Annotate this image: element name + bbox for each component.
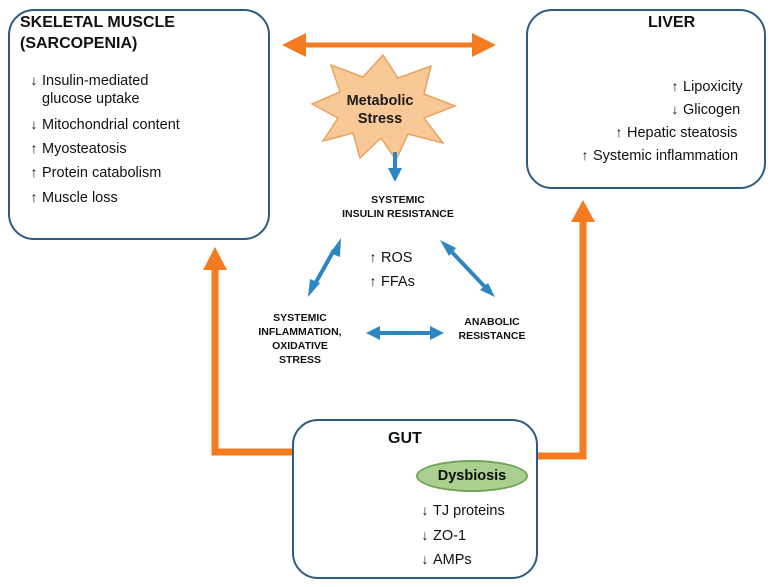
- mediator-item: ↑ROS: [366, 249, 413, 267]
- liver-item: ↑Systemic inflammation: [578, 147, 739, 165]
- muscle-item-label: Insulin-mediated: [42, 73, 149, 89]
- mediator-label: FFAs: [381, 274, 415, 290]
- up-arrow-icon: ↑: [581, 147, 589, 163]
- up-arrow-icon: ↑: [30, 164, 38, 180]
- metabolic-stress-line1: Metabolic: [346, 93, 414, 109]
- muscle-item: ↑Myosteatosis: [27, 140, 127, 158]
- muscle-item: ↑Protein catabolism: [27, 164, 162, 182]
- anabolic-resistance-line1: ANABOLIC: [464, 316, 520, 328]
- insulin-resistance-line1: SYSTEMIC: [371, 194, 425, 206]
- muscle-title-line2: (SARCOPENIA): [20, 35, 138, 52]
- anabolic-resistance-line2: RESISTANCE: [458, 330, 526, 342]
- gut-item: ↓AMPs: [418, 551, 472, 569]
- up-arrow-icon: ↑: [615, 124, 623, 140]
- liver-panel: [526, 9, 766, 189]
- liver-item-label: Systemic inflammation: [593, 148, 739, 164]
- muscle-item: ↑Muscle loss: [27, 189, 118, 207]
- inflammation-anabolic-arrow: [366, 326, 444, 340]
- up-arrow-icon: ↑: [671, 78, 679, 94]
- down-arrow-icon: ↓: [30, 72, 38, 88]
- muscle-item-label: Protein catabolism: [42, 165, 162, 181]
- inflammation-node: SYSTEMIC INFLAMMATION, OXIDATIVE STRESS: [245, 311, 355, 367]
- inflammation-line3: OXIDATIVE: [272, 340, 328, 352]
- down-arrow-icon: ↓: [421, 551, 429, 567]
- down-arrow-icon: ↓: [421, 527, 429, 543]
- inflammation-line4: STRESS: [278, 354, 321, 366]
- gut-title: GUT: [388, 430, 422, 447]
- gut-item-label: ZO-1: [433, 528, 467, 544]
- muscle-item: ↓Mitochondrial content: [27, 116, 180, 134]
- liver-item-label: Lipoxicity: [683, 79, 743, 95]
- down-arrow-icon: ↓: [30, 116, 38, 132]
- insulin-inflammation-arrow: [308, 238, 341, 297]
- down-arrow-icon: ↓: [421, 502, 429, 518]
- insulin-resistance-node: SYSTEMIC INSULIN RESISTANCE: [318, 193, 478, 221]
- metabolic-stress-starburst: [310, 53, 458, 162]
- stress-to-insulin-arrow: [388, 152, 402, 182]
- gut-to-muscle-arrow: [203, 247, 292, 456]
- dysbiosis-badge: Dysbiosis: [416, 460, 528, 492]
- insulin-resistance-line2: INSULIN RESISTANCE: [342, 208, 454, 220]
- gut-item-label: TJ proteins: [433, 503, 505, 519]
- up-arrow-icon: ↑: [369, 249, 377, 265]
- muscle-liver-double-arrow: [282, 33, 496, 57]
- liver-title: LIVER: [648, 14, 696, 31]
- mediator-label: ROS: [381, 250, 413, 266]
- muscle-item-label: Myosteatosis: [42, 141, 127, 157]
- liver-item-label: Hepatic steatosis: [627, 125, 738, 141]
- liver-item-label: Glicogen: [683, 102, 741, 118]
- gut-item: ↓TJ proteins: [418, 502, 505, 520]
- anabolic-resistance-node: ANABOLIC RESISTANCE: [442, 315, 542, 343]
- up-arrow-icon: ↑: [369, 273, 377, 289]
- liver-item: ↓Glicogen: [668, 101, 741, 119]
- muscle-item-label: Mitochondrial content: [42, 117, 180, 133]
- metabolic-stress-line2: Stress: [357, 111, 403, 127]
- muscle-item-label: glucose uptake: [42, 91, 140, 107]
- gut-item: ↓ZO-1: [418, 527, 467, 545]
- insulin-anabolic-arrow: [440, 240, 495, 297]
- skeletal-muscle-panel: [8, 9, 270, 240]
- gut-item-label: AMPs: [433, 552, 472, 568]
- up-arrow-icon: ↑: [30, 189, 38, 205]
- inflammation-line1: SYSTEMIC: [273, 312, 327, 324]
- muscle-item-label: Muscle loss: [42, 190, 118, 206]
- liver-item: ↑Lipoxicity: [668, 78, 743, 96]
- muscle-item: ↓Insulin-mediated: [27, 72, 149, 90]
- muscle-item: glucose uptake: [27, 91, 140, 108]
- inflammation-line2: INFLAMMATION,: [258, 326, 342, 338]
- muscle-title-line1: SKELETAL MUSCLE: [20, 14, 175, 31]
- down-arrow-icon: ↓: [671, 101, 679, 117]
- mediator-item: ↑FFAs: [366, 273, 415, 291]
- liver-item: ↑Hepatic steatosis: [612, 124, 738, 142]
- metabolic-stress-label: Metabolic Stress: [330, 92, 430, 128]
- gut-to-liver-arrow: [538, 200, 595, 460]
- up-arrow-icon: ↑: [30, 140, 38, 156]
- gut-panel: [292, 419, 538, 579]
